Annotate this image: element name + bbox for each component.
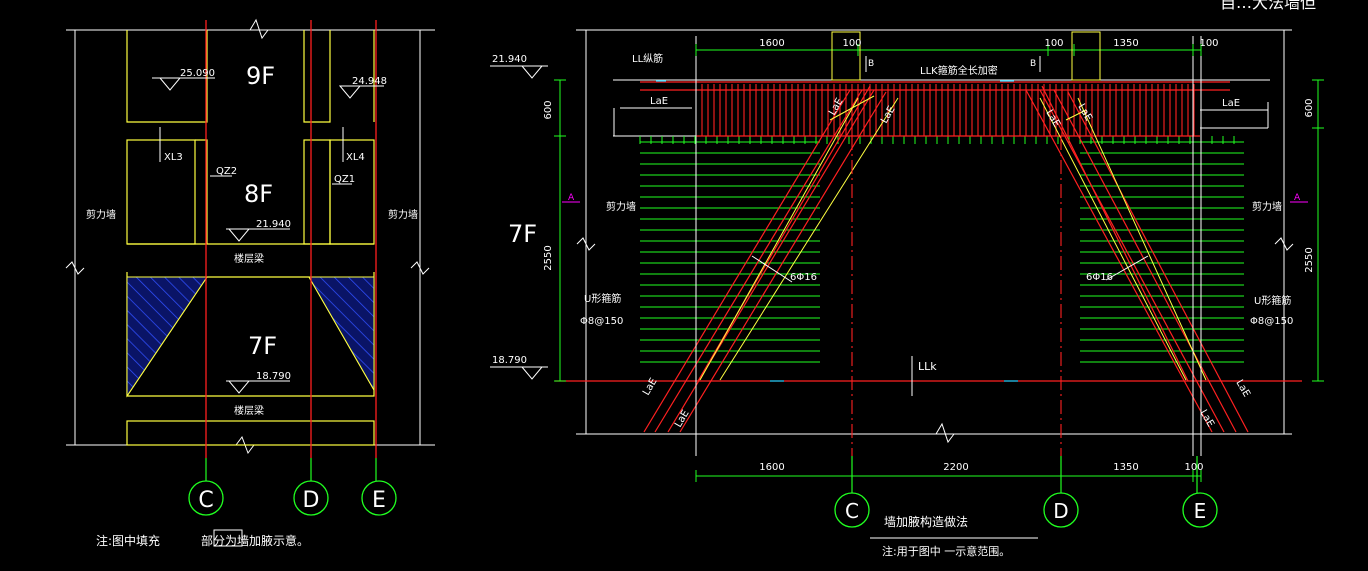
right-outline [576,29,1294,444]
lae-bot-1: LaE [641,376,660,397]
right-diagonal-yellow [699,95,1207,381]
right-dim-2550-right: 2550 [1304,247,1315,272]
left-detail [65,18,435,481]
left-axis-lines [205,20,377,458]
left-haunch-hatch-left [126,276,208,398]
right-llk-rebar: LLK箍筋全长加密 [920,64,998,77]
left-shear-wall-left: 剪力墙 [86,208,116,221]
header-title-partial: 自…大法墙但 [1220,0,1316,12]
right-note: 注:用于图中 一示意范围。 [882,544,1010,558]
left-axis-e: E [372,488,386,513]
right-spacing-left: Φ8@150 [580,316,623,327]
right-shear-wall-right: 剪力墙 [1252,200,1282,213]
left-floor-9f: 9F [246,62,275,90]
right-elev-18790: 18.790 [492,355,527,366]
right-bar-leader-left [751,255,793,283]
left-yellow-walls [126,30,375,446]
left-cut-marks [159,127,352,185]
left-label-qz1: QZ1 [334,174,355,185]
right-llk-label: LLk [918,360,937,373]
lae-diag-1: LaE [827,96,846,117]
right-bar-leader-right [1105,255,1149,281]
right-spacing-right: Φ8@150 [1250,316,1293,327]
right-diagonal-bars-right [1025,85,1249,433]
left-elev-21940: 21.940 [256,219,291,230]
left-beam-lower: 楼层梁 [234,404,264,417]
right-elevation-marks [490,65,548,380]
right-axis-lines [695,36,1202,456]
left-label-qz2: QZ2 [216,166,237,177]
right-shear-wall-left: 剪力墙 [606,200,636,213]
right-beam-stirrups [701,84,1195,136]
right-axis-bubbles [834,492,1218,528]
right-dim-600-left: 600 [543,100,554,119]
right-axis-d: D [1053,499,1068,523]
right-u-stirrup-right: U形箍筋 [1254,294,1291,307]
left-note-prefix: 注:图中填充 [96,533,160,548]
right-diagonal-bars-left [643,85,887,433]
right-top-dim-100-b: 100 [1044,38,1063,49]
right-top-columns [831,31,1101,81]
left-label-xl3: XL3 [164,152,183,163]
right-axis-c: C [845,499,859,523]
right-a-left: A [568,193,575,203]
left-elevation-marks [152,77,384,394]
left-floor-8f: 8F [244,180,273,208]
right-bar-6c16-right: 6Φ16 [1086,272,1113,283]
right-dim-2550-left: 2550 [543,245,554,270]
right-top-dim-1600: 1600 [759,38,784,49]
left-axis-bubbles [188,480,397,516]
right-dim-600-right: 600 [1304,98,1315,117]
right-bottom-dims [695,470,1202,482]
right-title: 墙加腋构造做法 [884,514,968,529]
right-bot-dim-100: 100 [1184,462,1203,473]
right-bot-dim-1350: 1350 [1113,462,1138,473]
right-bot-dim-2200: 2200 [943,462,968,473]
right-u-stirrup-left: U形箍筋 [584,292,621,305]
left-label-xl4: XL4 [346,152,365,163]
lae-top-right: LaE [1222,98,1240,109]
left-axis-extensions [205,458,377,481]
lae-diag-4: LaE [1075,102,1094,123]
right-axis-e: E [1194,499,1207,523]
right-top-dim-100-c: 100 [1199,38,1218,49]
right-cyan-marks [656,80,1018,382]
left-note-suffix: 部分为墙加腋示意。 [201,533,309,548]
right-a-right: A [1294,193,1301,203]
left-haunch-hatch-right [308,276,375,392]
right-top-dim-1350: 1350 [1113,38,1138,49]
left-shear-wall-right: 剪力墙 [388,208,418,221]
right-bot-dim-1600: 1600 [759,462,784,473]
left-elev-18790: 18.790 [256,371,291,382]
right-vertical-dims [554,79,1324,382]
right-top-dim-100-a: 100 [842,38,861,49]
right-axis-red [851,136,1062,456]
left-elev-25090: 25.090 [180,68,215,79]
right-axis-green [851,456,1198,493]
right-elev-21940: 21.940 [492,54,527,65]
left-note-legend-box [213,529,243,547]
right-beam-outline [555,81,1302,382]
left-elev-24948: 24.948 [352,76,387,87]
left-axis-c: C [198,488,213,513]
lae-top-left: LaE [650,96,668,107]
right-section-marks [620,56,1268,396]
lae-bot-2: LaE [673,408,692,429]
right-b-left: B [868,59,874,69]
right-detail [490,29,1324,493]
left-floor-7f: 7F [248,332,277,360]
right-ll-rebar: LL纵筋 [632,52,663,65]
right-b-right: B [1030,59,1036,69]
left-beam-upper: 楼层梁 [234,252,264,265]
left-axis-d: D [303,488,320,513]
right-floor-7f: 7F [508,220,537,248]
right-bar-6c16-left: 6Φ16 [790,272,817,283]
